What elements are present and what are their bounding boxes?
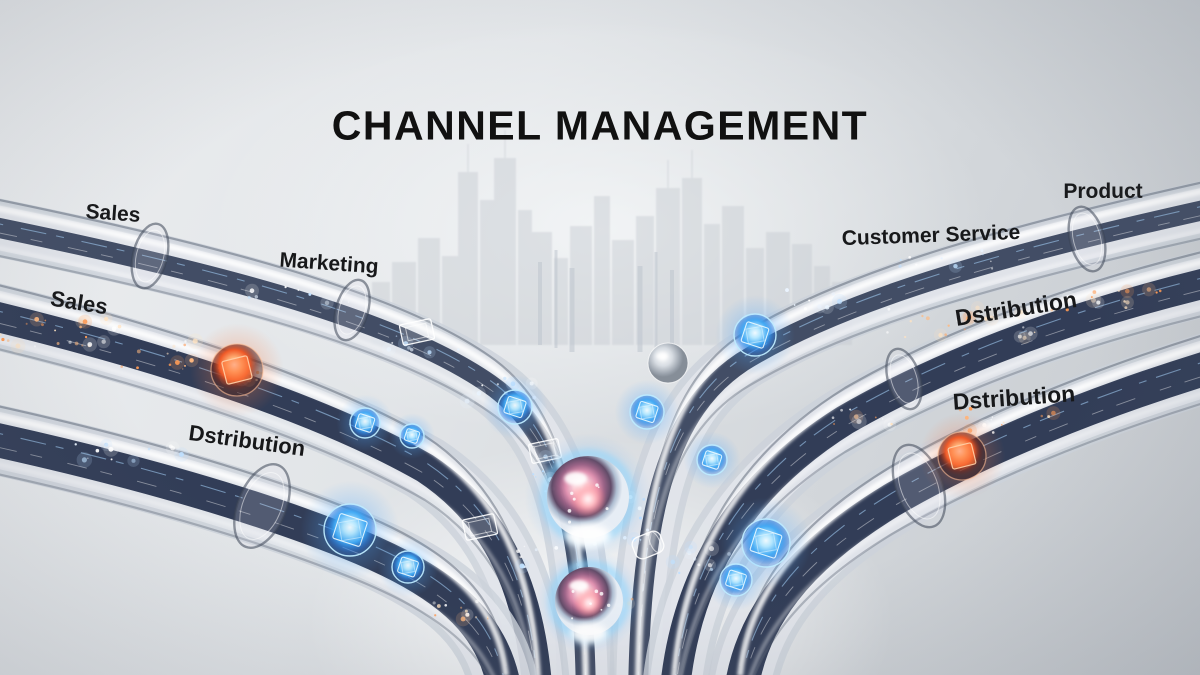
wireframe-cylinder-icon [631,530,665,560]
pipe-contents [0,205,1162,654]
energy-orb-icon [190,323,284,417]
sparkle-cluster [0,312,122,354]
pipe-collar [885,347,923,411]
label-product: Product [1063,180,1143,203]
building-silhouette [518,210,532,345]
building-silhouette [442,256,458,345]
energy-orb-icon [918,412,1006,500]
sparkle-cluster [831,408,897,432]
data-stream-streaks [538,250,674,352]
pipe-collar [1067,205,1107,273]
glow-orb-icon [482,374,548,440]
building-silhouette [612,240,634,345]
building-silhouette [682,178,702,345]
glow-orb-icon [300,480,400,580]
glass-sphere-icon [536,548,642,654]
pipe-collar [233,463,291,549]
sparkle-cluster [514,545,559,574]
page-title: CHANNEL MANAGEMENT [331,102,869,149]
building-silhouette [704,224,720,345]
building-silhouette [458,172,478,345]
sparkle-cluster [1050,282,1162,312]
building-silhouette [594,196,610,345]
building-silhouette [480,200,494,345]
wireframe-cube-icon [461,513,499,541]
sparkle-cluster [432,599,489,627]
building-silhouette [570,226,592,345]
glow-orb-icon [705,549,767,611]
building-silhouette [494,158,516,345]
glow-orb-icon [614,379,680,445]
glow-orb-icon [336,394,394,452]
wireframe-cube-icon [398,318,436,346]
glow-orb-icon [683,431,741,489]
sparkle-cluster [74,438,189,468]
sparkle-cluster [244,283,350,310]
glass-sphere-icon [524,433,652,561]
glow-orb-icon [389,413,435,459]
silver-sphere-icon [647,342,689,384]
sparkle-cluster [665,540,731,575]
glow-orb-icon [715,295,795,375]
sparkle-cluster [886,301,1038,345]
building-silhouette [656,188,680,345]
label-sales-top: Sales [84,200,142,227]
sparkle-cluster [898,249,994,273]
pipe-collar [130,222,170,290]
glow-orb-icon [377,536,439,598]
pipe-collar [333,278,371,342]
sparkle-cluster [785,288,848,314]
